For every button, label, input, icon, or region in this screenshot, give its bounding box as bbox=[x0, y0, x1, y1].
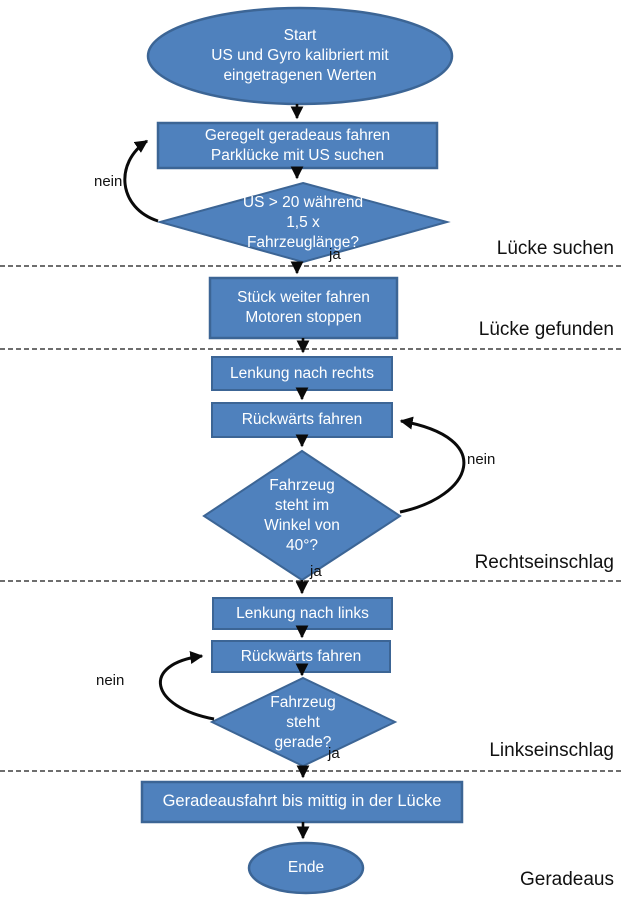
section-label-luecke-suchen: Lücke suchen bbox=[496, 238, 614, 259]
section-label-rechtseinschlag: Rechtseinschlag bbox=[474, 552, 614, 573]
edge-angle-check-nein-loop bbox=[399, 416, 466, 514]
node-drive-search-rect bbox=[156, 121, 439, 170]
section-label-linkseinschlag: Linkseinschlag bbox=[489, 740, 614, 761]
edge-straight-check-nein-loop bbox=[159, 651, 215, 721]
node-reverse-2-rect bbox=[211, 640, 391, 673]
node-reverse-1-rect bbox=[211, 402, 393, 438]
edge-gap-check-nein-loop bbox=[123, 139, 159, 223]
node-stop-motors-rect bbox=[208, 276, 399, 340]
edge-label-nein-3: nein bbox=[96, 672, 125, 689]
edge-label-ja-3: ja bbox=[328, 745, 340, 762]
node-start-ellipse bbox=[146, 6, 454, 106]
edge-label-ja-1: ja bbox=[329, 246, 341, 263]
edge-label-nein-1: nein bbox=[94, 173, 123, 190]
edge-label-ja-2: ja bbox=[310, 563, 322, 580]
node-steer-right-rect bbox=[211, 356, 393, 391]
section-label-geradeaus: Geradeaus bbox=[519, 869, 614, 890]
edge-label-nein-2: nein bbox=[467, 451, 496, 468]
node-steer-left-rect bbox=[212, 597, 393, 630]
section-label-luecke-gefunden: Lücke gefunden bbox=[478, 319, 614, 340]
node-end-ellipse bbox=[247, 841, 365, 895]
node-drive-middle-rect bbox=[140, 780, 464, 824]
